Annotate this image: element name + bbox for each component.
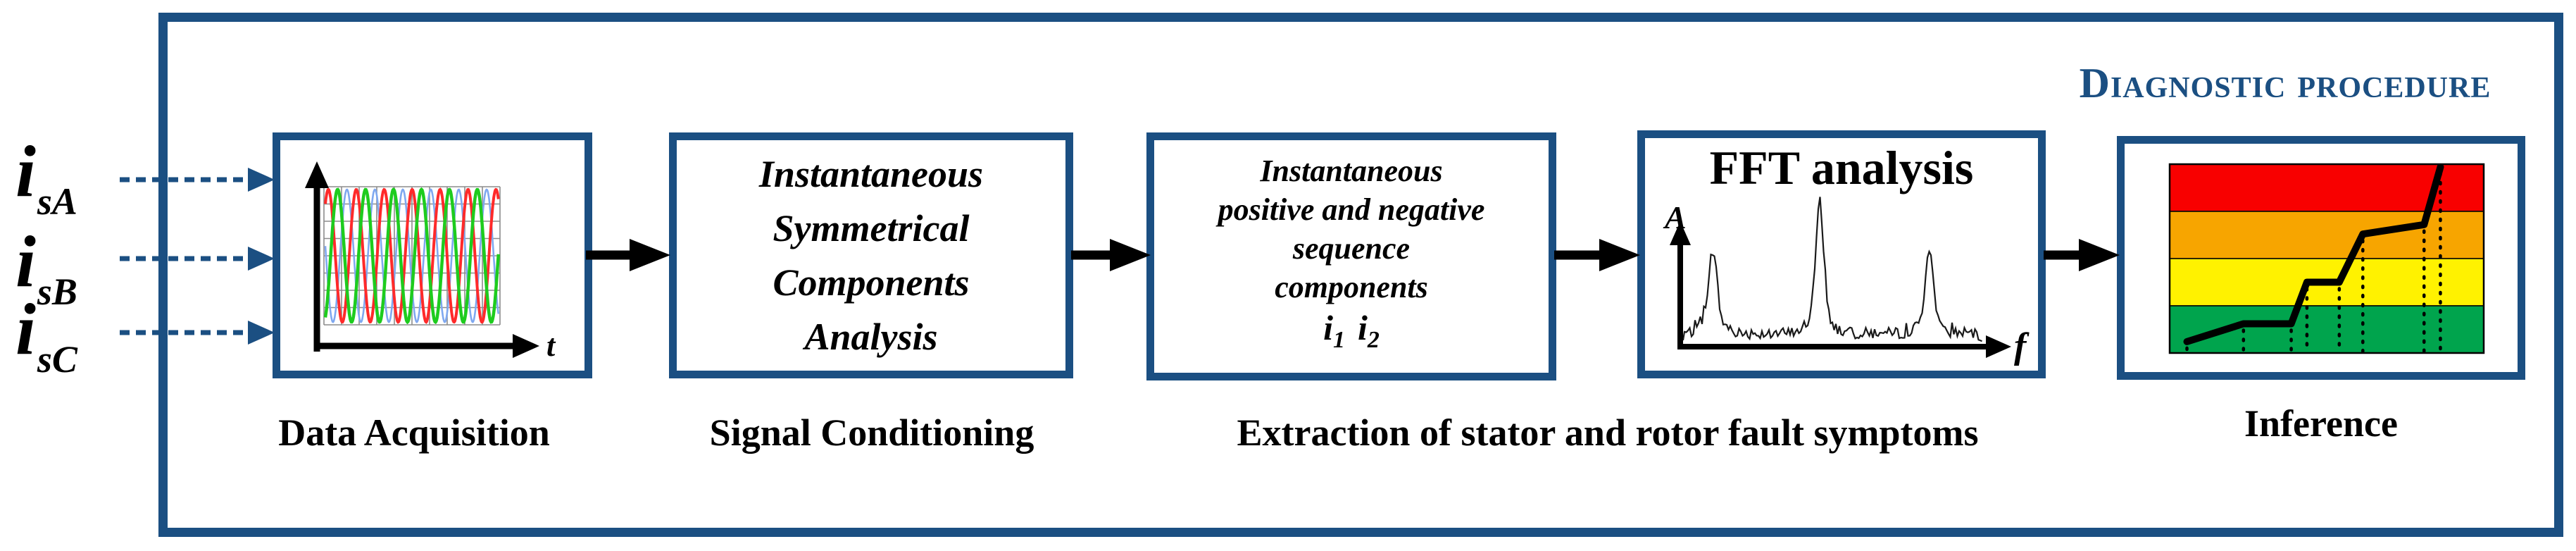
dotted-guides [2185,171,2442,354]
severity-level-chart [2168,163,2485,354]
waveform-phase-i_sA [324,187,500,324]
severity-trend-line [2183,163,2444,345]
block-text-line: Analysis [804,315,938,358]
fft-title: FFT analysis [1709,141,1974,194]
caption-data-acquisition: Data Acquisition [278,411,550,454]
block-text-line: Instantaneous [758,152,984,195]
diagram-title: Diagnostic procedure [2079,60,2491,106]
risk-bands [2169,163,2484,354]
fft-spectrum-plot: Af [1663,197,2030,366]
i1-symbol: i1 [1323,308,1345,353]
input-signal-isC: isC [15,293,77,381]
block-text-line: Components [773,261,970,304]
three-phase-current-plot: t [305,161,556,363]
input-signal-isB: isB [15,225,77,314]
amplitude-axis-label: A [1663,199,1687,235]
sequence-current-symbols: i1 i2 [1317,307,1386,361]
block-data-acquisition: t [273,132,592,378]
block-symmetrical-components-analysis: Instantaneous Symmetrical Components Ana… [669,132,1073,378]
signal-subscript: sA [37,180,77,223]
frequency-axis-label: f [2014,326,2030,366]
block-text-line: Instantaneous [1260,154,1443,188]
block-sequence-components: Instantaneous positive and negative sequ… [1146,132,1556,380]
signal-subscript: sC [37,338,77,380]
waveform-phase-i_sB [323,187,501,325]
caption-signal-conditioning: Signal Conditioning [709,411,1034,454]
block-text-line: Symmetrical [773,206,970,249]
time-axis-label: t [546,328,556,363]
block-text-line: components [1275,270,1428,304]
caption-extraction: Extraction of stator and rotor fault sym… [1237,411,1979,454]
signal-symbol: i [15,289,36,370]
i2-symbol: i2 [1358,308,1380,353]
block-inference-chart [2117,136,2525,380]
signal-symbol: i [15,131,36,212]
fft-axes [1670,221,2011,358]
spectrum-trace [1682,197,1982,342]
block-text-line: sequence [1292,231,1411,266]
caption-inference: Inference [2244,402,2398,445]
signal-symbol: i [15,221,36,302]
signal-subscript: sB [37,271,77,313]
waveform-axes [305,161,539,358]
block-text-line: positive and negative [1218,192,1485,227]
input-signal-isA: isA [15,135,77,223]
